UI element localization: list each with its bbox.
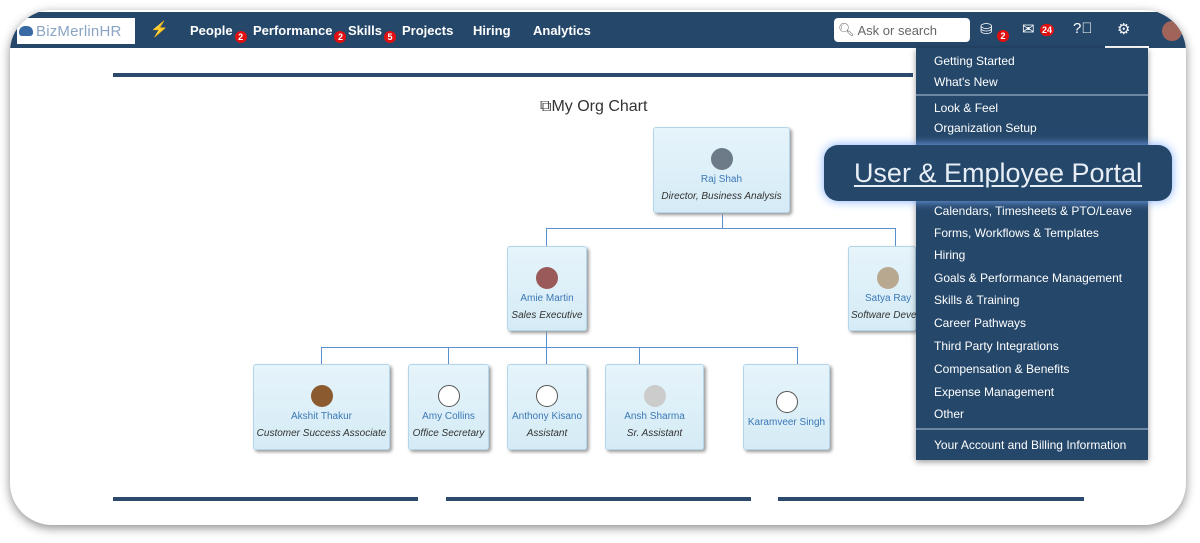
employee-name[interactable]: Anthony Kisano — [511, 411, 583, 422]
search-icon: 🔍︎ — [838, 22, 855, 37]
menu-item[interactable]: Expense Management — [934, 385, 1055, 399]
logo-text: BizMerlinHR — [36, 22, 122, 40]
nav-label: Skills — [348, 23, 382, 38]
org-card[interactable]: Karamveer Singh — [743, 364, 830, 450]
employee-role: Office Secretary — [412, 428, 485, 439]
menu-item[interactable]: What's New — [934, 75, 998, 89]
menu-item[interactable]: Forms, Workflows & Templates — [934, 226, 1099, 240]
nav-projects[interactable]: Projects — [402, 23, 454, 38]
menu-item[interactable]: Skills & Training — [934, 293, 1020, 307]
search-placeholder: Ask or search — [857, 22, 937, 38]
connector — [546, 228, 896, 229]
connector — [639, 347, 640, 364]
employee-name[interactable]: Raj Shah — [700, 174, 743, 185]
user-employee-portal-callout[interactable]: User & Employee Portal — [824, 145, 1172, 201]
settings-dropdown: Getting Started What's New Look & Feel O… — [916, 48, 1148, 460]
skills-badge: 5 — [383, 31, 396, 43]
employee-name[interactable]: Ansh Sharma — [624, 411, 685, 422]
help-icon[interactable]: ?⃝ — [1073, 20, 1093, 37]
nav-label: People — [190, 23, 233, 38]
menu-item[interactable]: Look & Feel — [934, 101, 999, 115]
employee-name[interactable]: Karamveer Singh — [747, 417, 826, 428]
connector — [722, 213, 723, 229]
employee-role: Assistant — [526, 428, 568, 439]
menu-item[interactable]: Career Pathways — [934, 316, 1027, 330]
section-divider — [778, 497, 1084, 501]
avatar — [536, 267, 558, 289]
connector — [546, 331, 547, 347]
menu-divider — [916, 94, 1148, 96]
cube-badge: 2 — [997, 30, 1009, 42]
nav-label: Performance — [253, 23, 333, 38]
active-tab-indicator — [1105, 46, 1149, 48]
menu-item[interactable]: Compensation & Benefits — [934, 362, 1070, 376]
search-input[interactable]: 🔍︎Ask or search — [834, 18, 970, 42]
nav-hiring[interactable]: Hiring — [473, 23, 511, 38]
section-divider — [113, 73, 913, 77]
connector — [895, 228, 896, 246]
menu-item[interactable]: Goals & Performance Management — [934, 271, 1123, 285]
employee-name[interactable]: Amie Martin — [520, 293, 574, 304]
male-user-icon — [536, 385, 558, 407]
avatar[interactable] — [1162, 21, 1182, 41]
employee-name[interactable]: Akshit Thakur — [291, 411, 352, 422]
connector — [448, 347, 449, 364]
employee-role: Director, Business Analysis — [661, 191, 782, 202]
connector — [321, 347, 798, 348]
connector — [546, 347, 547, 364]
org-chart-title-text: My Org Chart — [551, 98, 648, 115]
lightning-icon[interactable]: ⚡ — [150, 21, 169, 38]
connector — [797, 347, 798, 364]
mail-badge: 24 — [1040, 24, 1055, 36]
org-chart-title: ⧉My Org Chart — [540, 98, 647, 116]
employee-role: Sr. Assistant — [626, 428, 683, 439]
section-divider — [113, 497, 418, 501]
avatar — [643, 385, 666, 407]
logo-icon — [19, 26, 33, 36]
menu-item[interactable]: Hiring — [934, 248, 966, 262]
female-user-icon — [437, 385, 460, 407]
employee-name[interactable]: Amy Collins — [422, 411, 475, 422]
employee-role: Customer Success Associate — [256, 428, 387, 439]
logo[interactable]: BizMerlinHR — [17, 18, 135, 44]
nav-analytics[interactable]: Analytics — [533, 23, 591, 38]
menu-item[interactable]: Getting Started — [934, 54, 1015, 68]
performance-badge: 2 — [334, 31, 347, 43]
section-divider — [446, 497, 751, 501]
people-badge: 2 — [234, 31, 247, 43]
employee-role: Software Deve — [851, 310, 917, 321]
avatar — [877, 267, 899, 289]
menu-divider — [916, 428, 1148, 430]
avatar — [710, 148, 733, 170]
mail-icon[interactable]: ✉24 — [1022, 21, 1055, 38]
employee-role: Sales Executive — [511, 310, 583, 321]
menu-item[interactable]: Other — [934, 407, 965, 421]
user-icon — [775, 391, 798, 413]
menu-item[interactable]: Third Party Integrations — [934, 339, 1059, 353]
menu-item[interactable]: Calendars, Timesheets & PTO/Leave — [934, 204, 1132, 218]
employee-name[interactable]: Satya Ray — [865, 293, 912, 304]
avatar — [310, 385, 333, 407]
connector — [321, 347, 322, 364]
menu-item[interactable]: Your Account and Billing Information — [934, 438, 1127, 452]
connector — [546, 228, 547, 246]
gear-icon[interactable]: ⚙ — [1117, 21, 1131, 38]
menu-item[interactable]: Organization Setup — [934, 121, 1037, 135]
cube-icon[interactable]: ⛁2 — [980, 20, 1009, 42]
org-chart-icon: ⧉ — [540, 98, 552, 115]
